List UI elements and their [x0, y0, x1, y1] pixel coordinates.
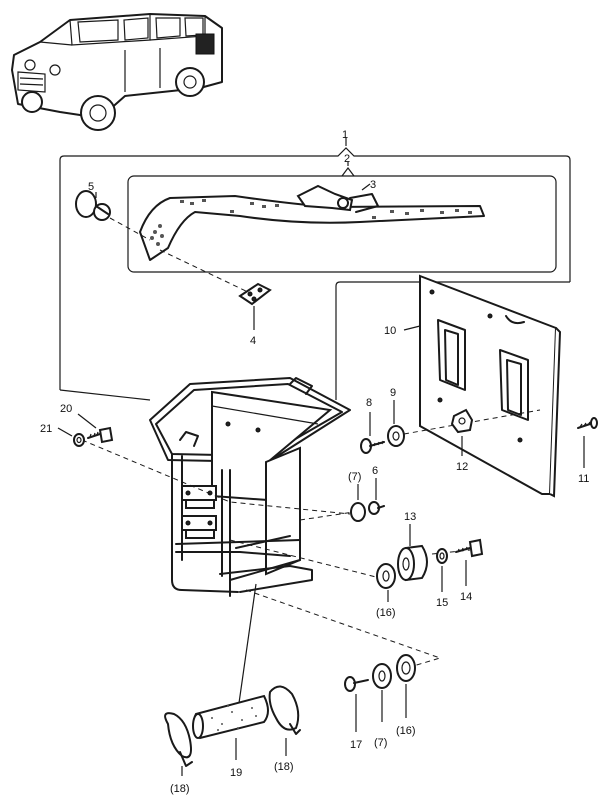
label-17: 17: [350, 739, 362, 751]
vehicle-illustration: [11, 13, 223, 131]
label-11: 11: [578, 473, 589, 485]
rack-frame: [149, 377, 351, 597]
label-8: 8: [366, 397, 372, 409]
label-21: 21: [40, 423, 52, 435]
label-18a: (18): [170, 783, 190, 795]
strap-plate: [238, 282, 272, 306]
label-16b: (16): [396, 725, 416, 737]
group-bracket-1: [59, 147, 571, 390]
screw-8: [360, 438, 385, 454]
clamp-18a: [164, 712, 193, 767]
washer-21: [73, 433, 85, 447]
label-15: 15: [436, 597, 448, 609]
clamp-18b: [268, 685, 301, 735]
mounting-plate: [419, 274, 562, 498]
label-18b: (18): [274, 761, 294, 773]
bolt-20: [87, 426, 114, 444]
bolt-14: [455, 538, 484, 558]
label-7b: (7): [374, 737, 387, 749]
label-10: 10: [384, 325, 396, 337]
callout-labels: 1 2 3 4 5 6 (7) (7) 8 9 10 11 12 13 14 1…: [40, 129, 589, 795]
label-19: 19: [230, 767, 242, 779]
label-5: 5: [88, 181, 94, 193]
screw-17: [344, 676, 369, 692]
label-7a: (7): [348, 471, 361, 483]
label-16a: (16): [376, 607, 396, 619]
group-box-2: [127, 175, 557, 273]
rubber-mount-13: [397, 544, 428, 582]
washer-15: [436, 548, 448, 564]
label-3: 3: [370, 179, 376, 191]
rivet: [75, 190, 111, 221]
bushing-7b: [372, 663, 392, 689]
label-4: 4: [250, 335, 256, 347]
label-12: 12: [456, 461, 468, 473]
clip-nut: [450, 408, 474, 434]
label-1: 1: [342, 129, 348, 141]
screw-6: [368, 501, 385, 515]
bushing-16a: [376, 563, 396, 589]
label-13: 13: [404, 511, 416, 523]
pad-19: [192, 694, 269, 740]
buckle: [296, 184, 379, 213]
label-9: 9: [390, 387, 396, 399]
label-6: 6: [372, 465, 378, 477]
bushing-7a: [350, 502, 366, 522]
washer-9: [387, 425, 405, 447]
label-2: 2: [344, 153, 350, 165]
label-20: 20: [60, 403, 72, 415]
label-14: 14: [460, 591, 472, 603]
highlight-mount-location: [195, 33, 215, 55]
screw-11: [577, 417, 598, 429]
strap: [139, 195, 485, 261]
bushing-16b: [396, 654, 416, 682]
